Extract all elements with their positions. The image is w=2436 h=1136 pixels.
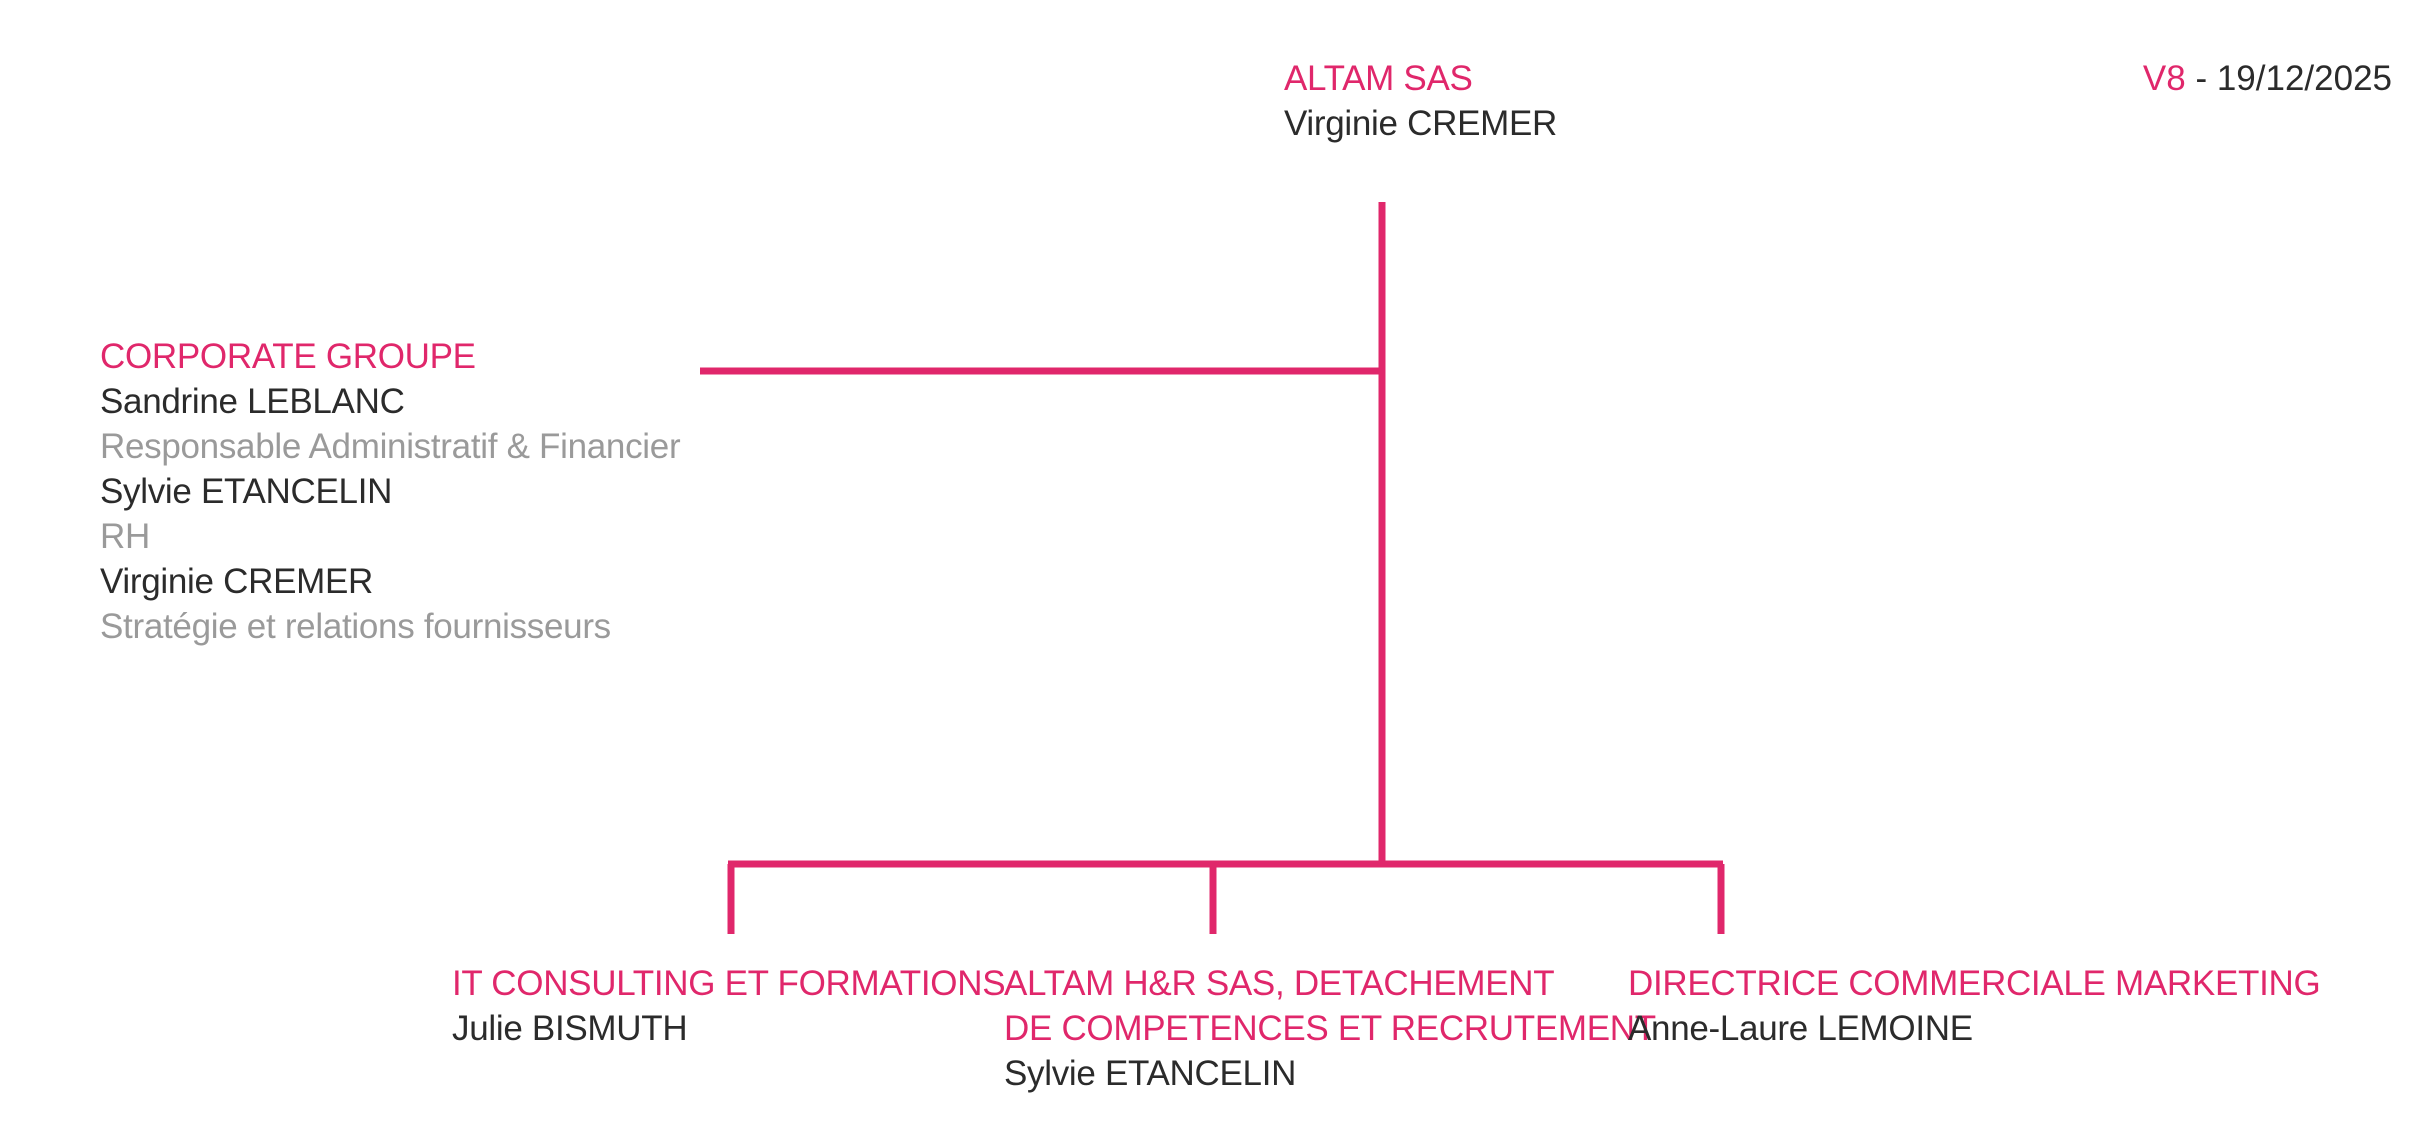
corporate-member-name: Virginie CREMER [100,562,373,601]
child-name: Anne-Laure LEMOINE [1628,1009,1973,1048]
child-node-altam-hr: ALTAM H&R SAS, DETACHEMENT DE COMPETENCE… [1004,961,1656,1096]
corporate-member-role: Stratégie et relations fournisseurs [100,607,611,646]
root-title: ALTAM SAS [1284,59,1473,98]
version-stamp: V8 - 19/12/2025 [2143,56,2392,101]
child-title: ALTAM H&R SAS, DETACHEMENT [1004,964,1555,1003]
corporate-member-name: Sandrine LEBLANC [100,382,405,421]
corporate-member-role: RH [100,517,150,556]
corporate-member-role: Responsable Administratif & Financier [100,427,681,466]
child-node-it-consulting: IT CONSULTING ET FORMATIONS Julie BISMUT… [452,961,1006,1051]
child-title-line-2: DE COMPETENCES ET RECRUTEMENT [1004,1009,1656,1048]
version-date: 19/12/2025 [2216,59,2392,98]
child-name: Sylvie ETANCELIN [1004,1054,1297,1093]
child-title: DIRECTRICE COMMERCIALE MARKETING [1628,964,2321,1003]
corporate-member-name: Sylvie ETANCELIN [100,472,393,511]
root-node: ALTAM SAS Virginie CREMER [1284,56,1557,146]
child-name: Julie BISMUTH [452,1009,688,1048]
version-separator: - [2185,59,2217,98]
version-label: V8 [2142,59,2186,98]
child-title: IT CONSULTING ET FORMATIONS [452,964,1006,1003]
root-name: Virginie CREMER [1284,104,1557,143]
corporate-title: CORPORATE GROUPE [100,337,476,376]
corporate-node: CORPORATE GROUPE Sandrine LEBLANC Respon… [100,334,681,649]
child-node-directrice-commerciale: DIRECTRICE COMMERCIALE MARKETING Anne-La… [1628,961,2321,1051]
